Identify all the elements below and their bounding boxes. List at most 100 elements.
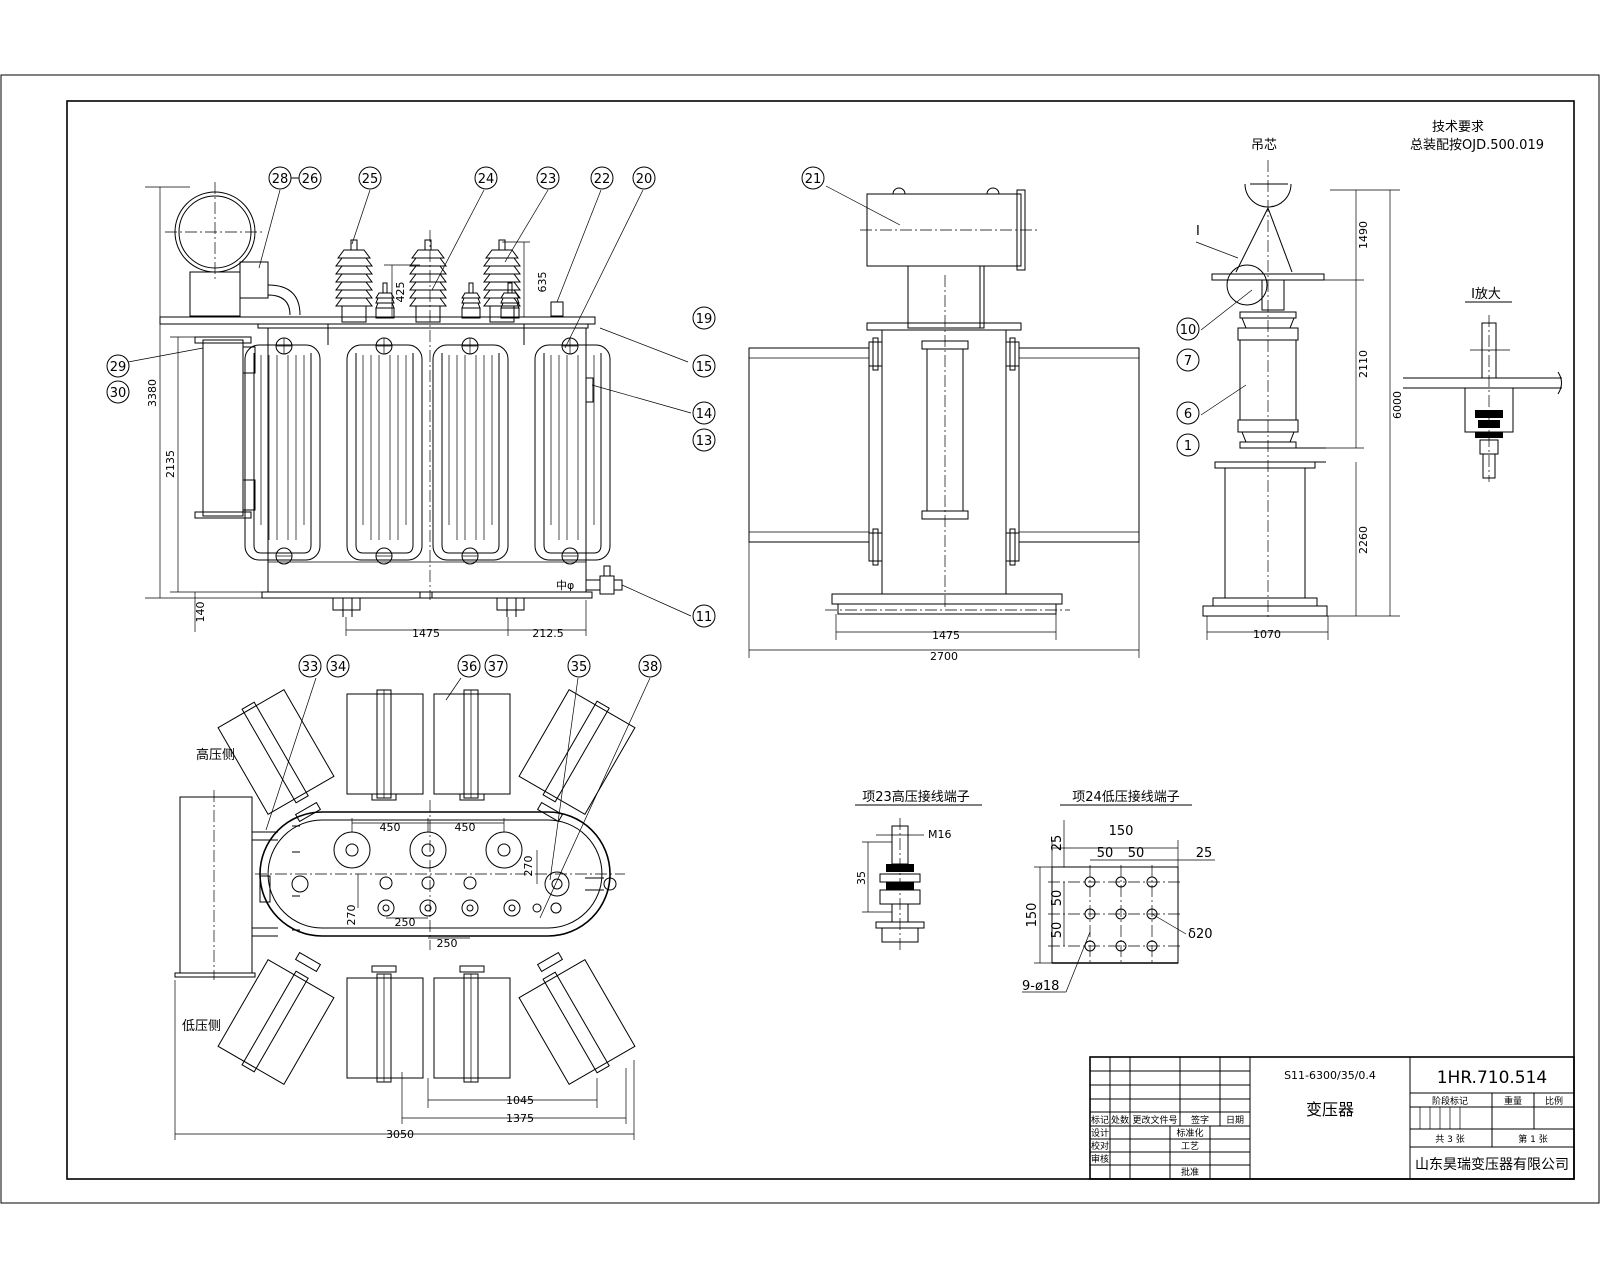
balloon-label: 37 [488, 660, 505, 675]
detail-title: I放大 [1471, 287, 1501, 302]
dim-3050: 3050 [386, 1128, 414, 1141]
hv-side-label: 高压侧 [196, 747, 235, 763]
rev-h1: 标记 [1091, 1114, 1109, 1126]
balloon-label: 19 [696, 312, 713, 327]
balloon-label: 13 [696, 434, 713, 449]
balloon-10: 10 [1176, 317, 1200, 341]
rev-h5: 日期 [1226, 1115, 1244, 1126]
lv-d25a: 25 [1050, 835, 1065, 852]
col-weight: 重量 [1504, 1095, 1522, 1107]
balloon-label: 38 [642, 660, 659, 675]
balloon-38: 38 [638, 654, 662, 678]
balloon-label: 25 [362, 172, 379, 187]
balloon-label: 34 [330, 660, 347, 675]
balloon-30: 30 [106, 380, 130, 404]
balloon-label: 7 [1184, 354, 1192, 369]
lv-terminal-title: 项24低压接线端子 [1072, 789, 1180, 805]
role-6: 批准 [1181, 1166, 1199, 1178]
balloon-label: 35 [571, 660, 588, 675]
balloon-25: 25 [358, 166, 382, 190]
dim-450a: 450 [380, 821, 401, 834]
balloon-label: 21 [805, 172, 822, 187]
balloon-28: 28 [268, 166, 292, 190]
rev-h2: 处数 [1111, 1114, 1129, 1126]
hv-m16: M16 [928, 828, 952, 841]
lv-d25b: 25 [1196, 846, 1213, 861]
col-stage: 阶段标记 [1432, 1095, 1468, 1107]
lv-d150: 150 [1109, 824, 1134, 839]
dim-1070: 1070 [1253, 628, 1281, 641]
lv-v50b: 50 [1050, 922, 1065, 939]
drawing-number: 1HR.710.514 [1437, 1068, 1548, 1088]
balloon-24: 24 [474, 166, 498, 190]
rev-h3: 更改文件号 [1132, 1114, 1177, 1126]
dim-2700: 2700 [930, 650, 958, 663]
dim-635: 635 [536, 272, 549, 293]
dim-270a: 270 [522, 856, 535, 877]
balloon-6: 6 [1176, 401, 1200, 425]
balloon-label: 30 [110, 386, 127, 401]
dim-425: 425 [394, 282, 407, 303]
hv-terminal-title: 项23高压接线端子 [862, 789, 970, 805]
dim-2260: 2260 [1357, 526, 1370, 554]
product-name: 变压器 [1306, 1100, 1354, 1119]
balloon-label: 11 [696, 610, 713, 625]
balloon-1: 1 [1176, 433, 1200, 457]
col-scale: 比例 [1545, 1095, 1563, 1107]
detail-view: I放大 [1403, 287, 1562, 482]
balloon-20: 20 [632, 166, 656, 190]
front-leaders [127, 189, 692, 617]
end-view: 吊芯 1490 2110 2260 6000 [1195, 138, 1404, 641]
tech-requirements-title: 技术要求 [1432, 120, 1484, 135]
balloon-33: 33 [298, 654, 322, 678]
balloon-36: 36 [457, 654, 481, 678]
title-block: 标记 处数 更改文件号 签字 日期 设计 校对 审核 标准化 工艺 批准 S11… [1089, 1056, 1575, 1180]
lv-side-label: 低压侧 [182, 1019, 221, 1034]
balloon-14: 14 [692, 401, 716, 425]
balloon-15: 15 [692, 354, 716, 378]
company-name: 山东昊瑞变压器有限公司 [1415, 1157, 1569, 1173]
balloon-label: 20 [636, 172, 653, 187]
tech-requirements-line: 总装配按OJD.500.019 [1410, 138, 1544, 153]
balloon-21: 21 [801, 166, 825, 190]
sheets-current: 第 1 张 [1518, 1133, 1547, 1145]
plan-view: 高压侧 低压侧 [174, 677, 651, 1141]
dim-1475-side: 1475 [932, 629, 960, 642]
detail-marker: I [1196, 224, 1200, 239]
lv-holes: 9-ø18 [1022, 979, 1059, 994]
hv-terminal-view: 项23高压接线端子 M16 35 [855, 789, 982, 950]
role-3: 审核 [1091, 1153, 1109, 1165]
balloon-26: 26 [298, 166, 322, 190]
dim-212: 212.5 [532, 627, 564, 640]
balloon-label: 23 [540, 172, 557, 187]
front-mark: 中φ [556, 579, 574, 592]
balloon-13: 13 [692, 428, 716, 452]
balloon-23: 23 [536, 166, 560, 190]
lv-d50b: 50 [1128, 846, 1145, 861]
lv-d50a: 50 [1097, 846, 1114, 861]
role-2: 校对 [1091, 1140, 1109, 1152]
balloon-11: 11 [692, 604, 716, 628]
hv-d35: 35 [855, 871, 868, 885]
balloon-label: 10 [1180, 323, 1197, 338]
balloon-22: 22 [590, 166, 614, 190]
balloon-34: 34 [326, 654, 350, 678]
dim-140: 140 [194, 602, 207, 623]
lv-v50a: 50 [1050, 890, 1065, 907]
dim-1045: 1045 [506, 1094, 534, 1107]
dim-1475-front: 1475 [412, 627, 440, 640]
balloon-label: 22 [594, 172, 611, 187]
dim-250a: 250 [395, 916, 416, 929]
role-1: 设计 [1091, 1127, 1109, 1139]
front-view: 中φ 3380 2135 140 1475 212.5 425 635 [145, 182, 623, 640]
dim-450b: 450 [455, 821, 476, 834]
balloon-35: 35 [567, 654, 591, 678]
balloon-label: 1 [1184, 439, 1192, 454]
balloon-7: 7 [1176, 348, 1200, 372]
dim-1375: 1375 [506, 1112, 534, 1125]
dim-2135: 2135 [164, 450, 177, 478]
balloon-label: 15 [696, 360, 713, 375]
sheets-total: 共 3 张 [1435, 1134, 1464, 1145]
